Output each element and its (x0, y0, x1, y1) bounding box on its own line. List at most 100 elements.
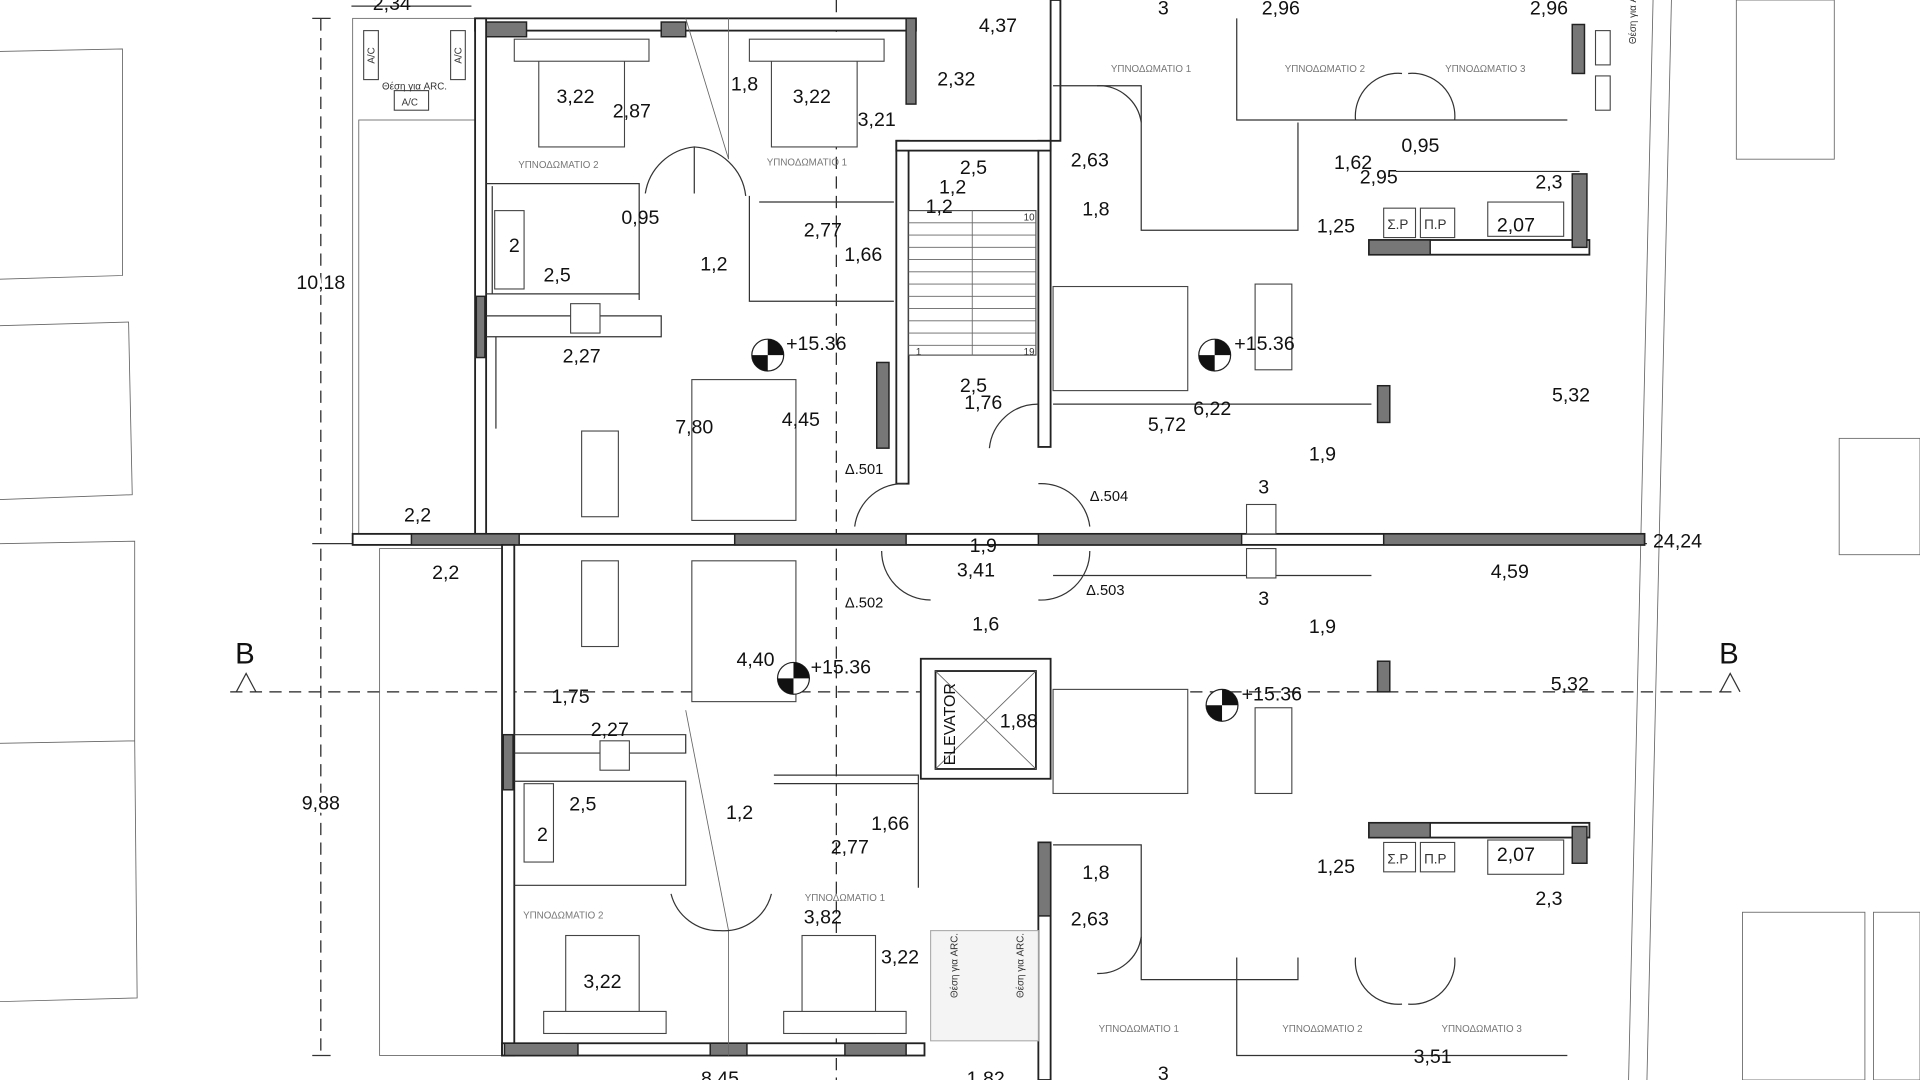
room-label: ΥΠΝΟΔΩΜΑΤΙΟ 1 (1111, 64, 1191, 75)
dimension-label: 1,88 (1000, 710, 1038, 732)
level-label: +15.36 (1242, 683, 1303, 705)
room-label: ΥΠΝΟΔΩΜΑΤΙΟ 3 (1445, 64, 1526, 75)
dimension-label: 1,66 (871, 813, 909, 835)
dimension-label: 1,2 (726, 802, 753, 824)
dimension-label: 2,63 (1071, 909, 1109, 931)
dimension-label: 5,32 (1551, 674, 1589, 696)
ac-label: A/C (454, 47, 465, 63)
dimension-label: 3 (1158, 1063, 1169, 1080)
dimension-label: 2,5 (960, 375, 987, 397)
furniture (494, 38, 1565, 1042)
dimension-label: 4,45 (782, 409, 820, 431)
dimension-label: 1,66 (844, 244, 882, 266)
dimension-label: 3,22 (793, 86, 831, 108)
dimension-label: 3,22 (583, 971, 621, 993)
ac-position-label: Θέση για A/C (1628, 0, 1639, 44)
dimension-label: 2,96 (1262, 0, 1300, 20)
annotations: Θέση για ARC. A/C A/C A/C Θέση για A/C Θ… (367, 0, 1639, 998)
ac-position-label: Θέση για ARC. (1016, 933, 1027, 998)
dimension-label: 2 (537, 824, 548, 846)
dimension-label: 2,77 (831, 836, 869, 858)
apartment-label: Δ.502 (845, 595, 883, 611)
dimension-label: 3 (1258, 476, 1269, 498)
dimension-label: 1,9 (970, 535, 997, 557)
level-label: +15.36 (786, 333, 847, 355)
dimension-label: 3,22 (881, 947, 919, 969)
shaft-label: Π.Ρ (1424, 217, 1446, 232)
dimension-label: 2,77 (804, 219, 842, 241)
elevator: ELEVATOR (935, 670, 1037, 770)
room-label: ΥΠΝΟΔΩΜΑΤΙΟ 2 (518, 160, 598, 171)
section-mark-right: B (1719, 638, 1739, 671)
dimension-label: 1,2 (939, 176, 966, 198)
dimension-label: 2,5 (960, 157, 987, 179)
doors (644, 72, 1456, 1005)
dimension-label: 7,80 (675, 416, 713, 438)
apartment-label: Δ.503 (1086, 583, 1124, 599)
dimension-label: 3,41 (957, 560, 995, 582)
apartment-label: Δ.501 (845, 462, 883, 478)
stair-step-10: 10 (1024, 212, 1035, 223)
dimension-label: 2,2 (404, 505, 431, 527)
dimension-label: 2,96 (1530, 0, 1568, 20)
elevator-label: ELEVATOR (942, 683, 959, 765)
dimension-label: 4,40 (736, 649, 774, 671)
dimension-label: 1,76 (964, 392, 1002, 414)
dimension-label: 1,82 (967, 1068, 1005, 1080)
level-label: +15.36 (811, 656, 872, 678)
dimension-label: 3,22 (556, 86, 594, 108)
dimension-label: 3 (1258, 588, 1269, 610)
dimension-label: 9,88 (302, 792, 340, 814)
dimension-label: 2,2 (432, 562, 459, 584)
dimension-label: 5,32 (1552, 385, 1590, 407)
dimension-label: 2,32 (937, 69, 975, 91)
room-label: ΥΠΝΟΔΩΜΑΤΙΟ 1 (1099, 1024, 1179, 1035)
dimension-label: 2,27 (563, 345, 601, 367)
level-markers: +15.36 +15.36 +15.36 +15.36 (751, 333, 1303, 722)
staircase: 1 19 10 (908, 210, 1037, 358)
dimension-label: 6,22 (1193, 398, 1231, 420)
dimension-label: 3 (1158, 0, 1169, 20)
dimension-label: 4,37 (979, 15, 1017, 37)
dimension-label: 3,51 (1414, 1046, 1452, 1068)
dimension-label: 1,8 (1082, 862, 1109, 884)
dimension-label: 2,87 (613, 101, 651, 123)
level-label: +15.36 (1234, 333, 1295, 355)
ac-label: A/C (367, 47, 378, 63)
apartment-label: Δ.504 (1090, 489, 1128, 505)
dimension-label: 1,8 (1082, 199, 1109, 221)
dimension-label: 24,24 (1653, 530, 1702, 552)
dimension-label: 10,18 (296, 272, 345, 294)
shaft-label: Π.Ρ (1424, 851, 1446, 866)
level-marker: +15.36 (1205, 683, 1303, 722)
dimension-label: 2,34 (373, 0, 411, 15)
room-label: ΥΠΝΟΔΩΜΑΤΙΟ 2 (523, 910, 603, 921)
dimension-label: 2,07 (1497, 844, 1535, 866)
dimension-label: 2,07 (1497, 214, 1535, 236)
dimension-label: 2,3 (1535, 888, 1562, 910)
room-label: ΥΠΝΟΔΩΜΑΤΙΟ 1 (767, 157, 847, 168)
dimension-label: 2,27 (591, 719, 629, 741)
dimension-label: 1,9 (1309, 616, 1336, 638)
dimension-label: 3,82 (804, 906, 842, 928)
dimension-label: 2,95 (1360, 167, 1398, 189)
dimension-label: 1,8 (731, 74, 758, 96)
dimension-label: 4,59 (1491, 561, 1529, 583)
shaft-label: Σ.Ρ (1387, 851, 1408, 866)
dimension-label: 2,5 (544, 265, 571, 287)
dimension-label: 2,5 (569, 794, 596, 816)
ac-position-label: Θέση για ARC. (950, 933, 961, 998)
dimension-labels: 2,34 3,22 2,87 1,8 3,22 3,21 4,37 2,32 0… (293, 0, 1703, 1080)
dimension-label: 1,62 (1334, 152, 1372, 174)
dimension-label: 1,2 (700, 254, 727, 276)
dimension-label: 2,3 (1535, 172, 1562, 194)
apartment-labels: Δ.501 Δ.504 Δ.502 Δ.503 (845, 462, 1128, 611)
shaft-label: Σ.Ρ (1387, 217, 1408, 232)
dimension-label: 8,45 (701, 1068, 739, 1080)
dimension-label: 2 (509, 235, 520, 257)
dimension-label: 1,25 (1317, 216, 1355, 238)
dimension-label: 0,95 (1401, 135, 1439, 157)
dimension-label: 1,9 (1309, 443, 1336, 465)
